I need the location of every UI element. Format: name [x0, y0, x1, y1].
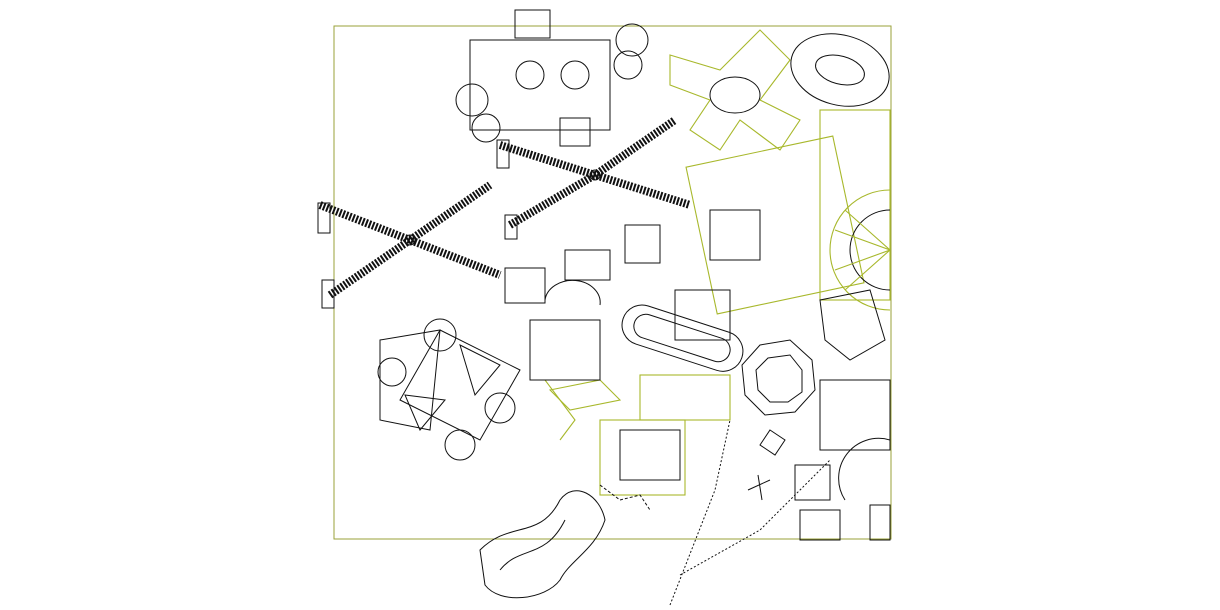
cross-building	[377, 318, 521, 461]
wavy-pavilion	[479, 490, 606, 599]
octagon-building	[741, 339, 816, 416]
butterfly-building	[669, 29, 801, 151]
x-wings	[317, 116, 692, 309]
stadium	[621, 304, 744, 372]
axis-lines	[669, 419, 831, 606]
green-complex	[544, 109, 891, 496]
scattered-pavilions	[504, 224, 786, 511]
clover-palace	[455, 9, 649, 147]
oval-arena	[790, 33, 890, 107]
east-buildings	[794, 289, 891, 541]
drawing-frame	[333, 25, 892, 540]
radial-court	[829, 189, 891, 311]
